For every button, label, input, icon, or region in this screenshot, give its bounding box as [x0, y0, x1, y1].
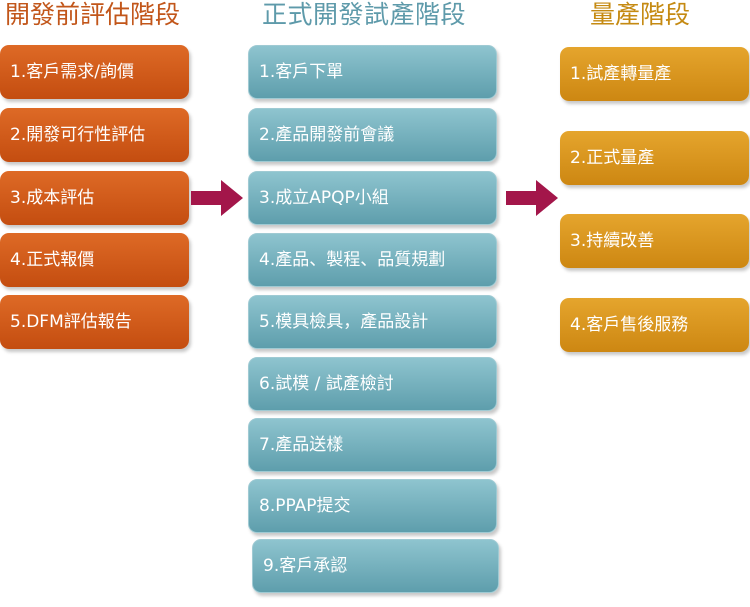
- step-customer-order: 1.客戶下單: [248, 45, 497, 99]
- step-quality-planning: 4.產品、製程、品質規劃: [248, 233, 497, 287]
- flow-arrow-1-shape: [191, 180, 243, 216]
- phase-title-pre-development: 開發前評估階段: [5, 0, 181, 29]
- step-customer-approval: 9.客戶承認: [252, 539, 499, 593]
- step-ppap-submission: 8.PPAP提交: [248, 479, 497, 533]
- step-mass-production: 2.正式量產: [560, 131, 749, 185]
- step-cost-evaluation: 3.成本評估: [0, 171, 189, 225]
- phase-title-development-trial: 正式開發試產階段: [262, 0, 467, 29]
- step-sample-delivery: 7.產品送樣: [248, 418, 497, 472]
- step-feasibility-evaluation: 2.開發可行性評估: [0, 108, 189, 162]
- step-apqp-team: 3.成立APQP小組: [248, 171, 497, 225]
- step-dfm-report: 5.DFM評估報告: [0, 295, 189, 349]
- step-kickoff-meeting: 2.產品開發前會議: [248, 108, 497, 162]
- step-trial-to-mass: 1.試產轉量產: [560, 47, 749, 101]
- step-trial-review: 6.試模 / 試產檢討: [248, 357, 497, 411]
- step-customer-inquiry: 1.客戶需求/詢價: [0, 45, 189, 99]
- step-mold-design: 5.模具檢具，產品設計: [248, 295, 497, 349]
- flow-arrow-2: [506, 180, 558, 216]
- step-formal-quotation: 4.正式報價: [0, 233, 189, 287]
- flow-arrow-2-shape: [506, 180, 558, 216]
- phase-title-mass-production: 量產階段: [590, 0, 691, 29]
- step-continuous-improvement: 3.持續改善: [560, 214, 749, 268]
- step-after-sales-service: 4.客戶售後服務: [560, 298, 749, 352]
- flow-arrow-1: [191, 180, 243, 216]
